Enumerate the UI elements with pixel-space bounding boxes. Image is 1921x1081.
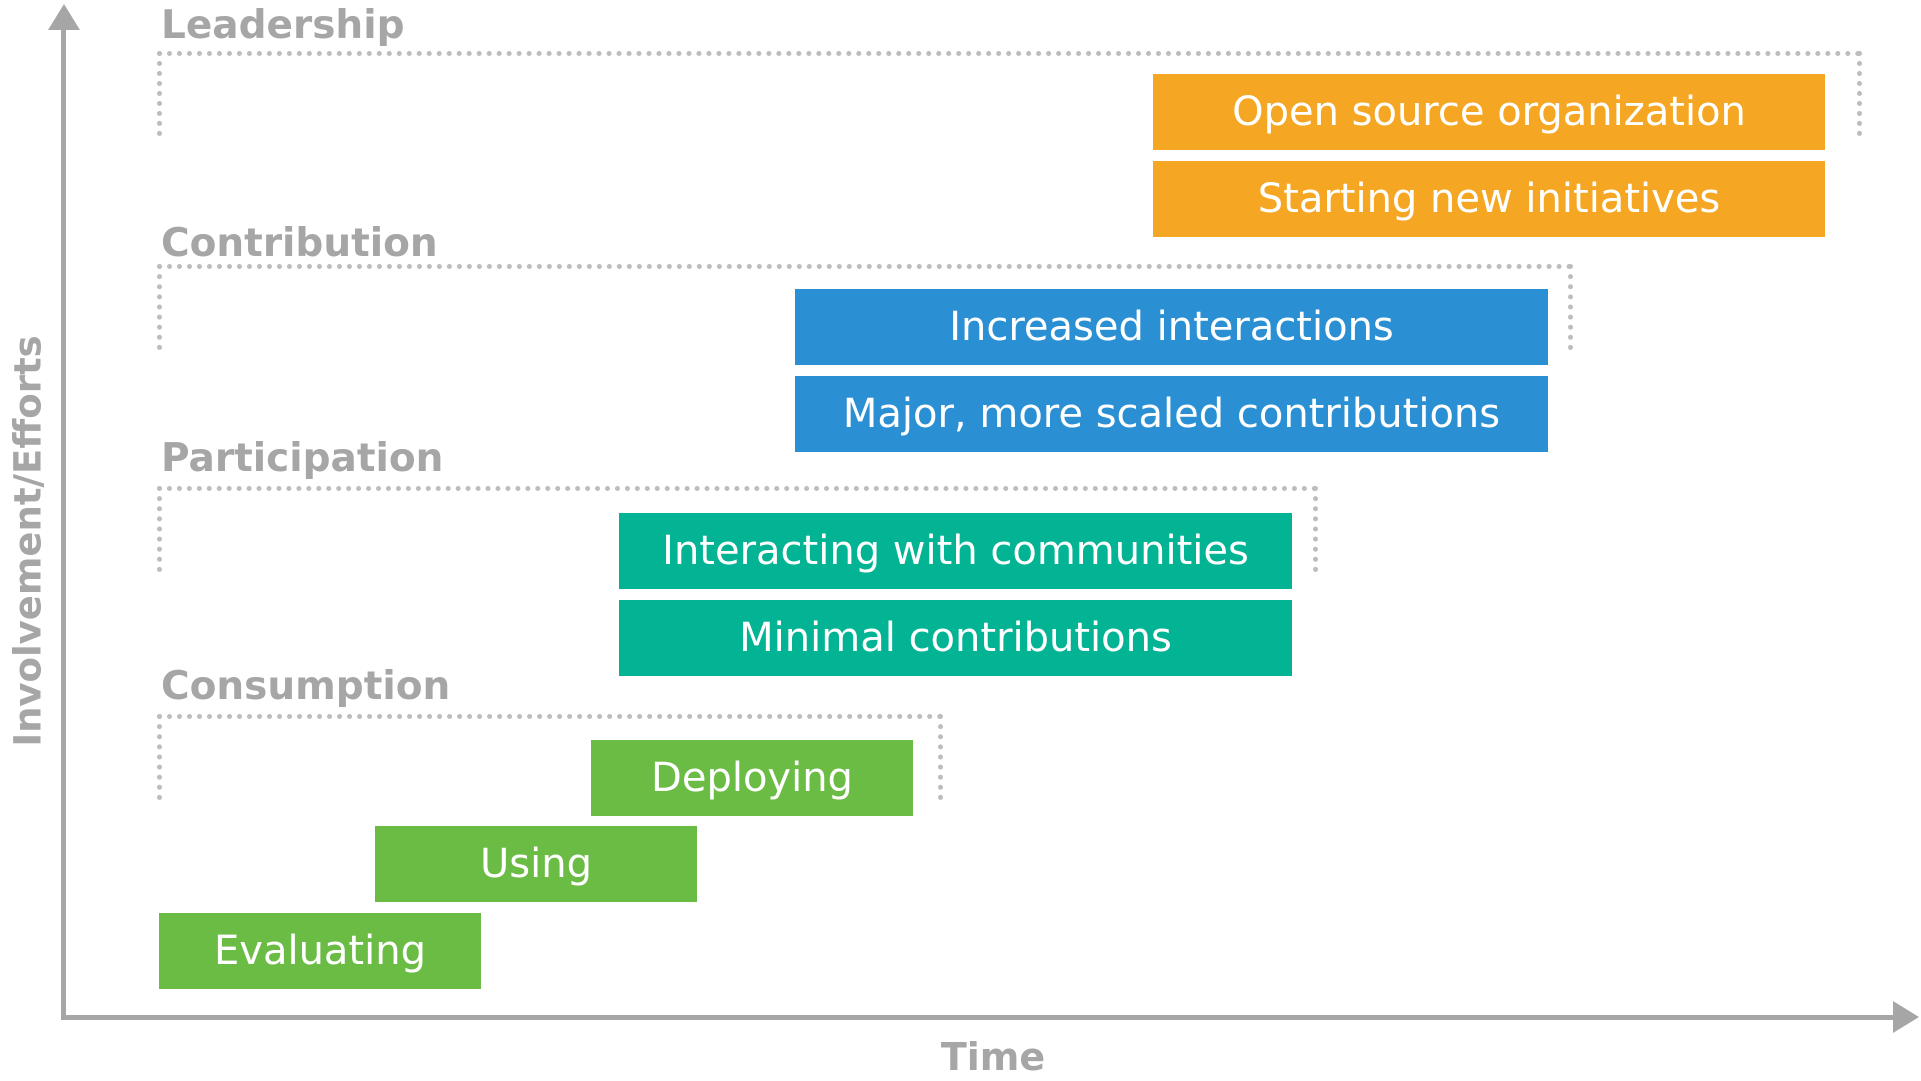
x-axis-title: Time bbox=[940, 1035, 1046, 1079]
activity-evaluating: Evaluating bbox=[159, 913, 481, 989]
stage-bracket-consumption bbox=[157, 714, 943, 800]
stage-label-participation: Participation bbox=[161, 436, 444, 481]
activity-open-source-organization: Open source organization bbox=[1153, 74, 1825, 150]
x-axis-arrow-icon bbox=[1893, 1001, 1919, 1033]
activity-interacting-with-communities: Interacting with communities bbox=[619, 513, 1292, 589]
activity-deploying: Deploying bbox=[591, 740, 913, 816]
stage-label-contribution: Contribution bbox=[161, 221, 438, 266]
y-axis-title: Involvement/Efforts bbox=[6, 335, 50, 747]
stage-label-leadership: Leadership bbox=[161, 3, 405, 48]
activity-minimal-contributions: Minimal contributions bbox=[619, 600, 1292, 676]
activity-using: Using bbox=[375, 826, 697, 902]
x-axis-line bbox=[61, 1015, 1896, 1020]
stage-bracket-contribution bbox=[157, 264, 1573, 350]
y-axis-arrow-icon bbox=[48, 4, 80, 30]
stage-label-consumption: Consumption bbox=[161, 664, 451, 709]
y-axis-line bbox=[61, 22, 66, 1020]
stage-bracket-leadership bbox=[157, 51, 1862, 136]
activity-major-scaled-contributions: Major, more scaled contributions bbox=[795, 376, 1548, 452]
activity-starting-new-initiatives: Starting new initiatives bbox=[1153, 161, 1825, 237]
stage-bracket-participation bbox=[157, 486, 1318, 572]
activity-increased-interactions: Increased interactions bbox=[795, 289, 1548, 365]
